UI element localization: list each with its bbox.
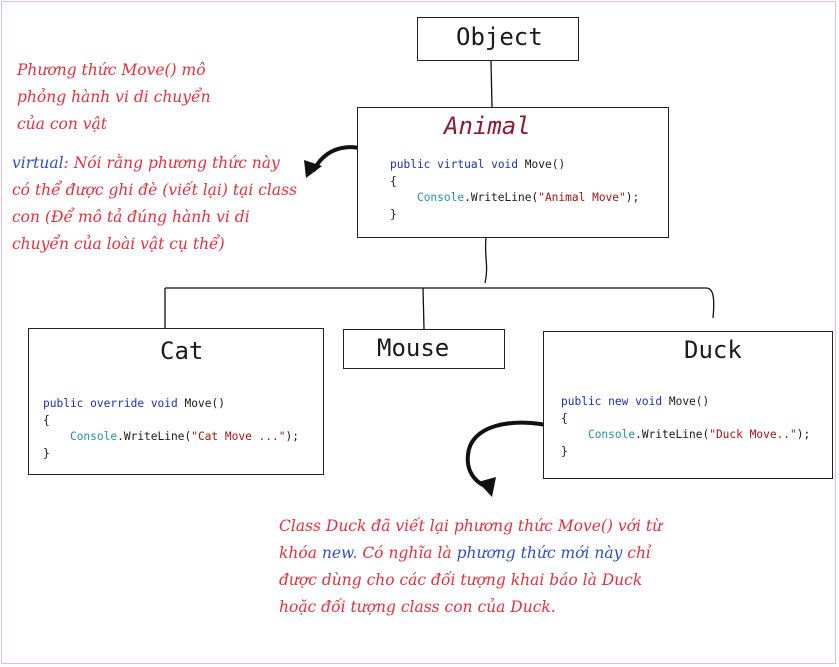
console-class: Console bbox=[587, 428, 636, 441]
close-brace: } bbox=[561, 444, 568, 458]
console-class: Console bbox=[416, 191, 465, 204]
duck-move-method: public new void Move() { Console.WriteLi… bbox=[561, 394, 810, 460]
cat-class-title: Cat bbox=[160, 337, 204, 365]
virtual-arrowhead bbox=[304, 160, 322, 178]
string-literal: "Cat Move ..." bbox=[191, 430, 286, 443]
call-end: ); bbox=[796, 428, 811, 441]
animal-down-line bbox=[484, 237, 488, 284]
virtual-note-keyword: virtual bbox=[12, 154, 64, 172]
animal-class-title: Animal bbox=[444, 112, 531, 140]
writeline-call: .WriteLine( bbox=[464, 191, 539, 204]
open-brace: { bbox=[561, 411, 568, 425]
close-brace: } bbox=[43, 446, 50, 460]
mouse-class-title: Mouse bbox=[377, 334, 450, 362]
code-keyword: void bbox=[635, 395, 663, 408]
new-arrow bbox=[465, 420, 558, 488]
writeline-call: .WriteLine( bbox=[635, 428, 710, 441]
call-end: ); bbox=[285, 430, 299, 443]
writeline-call: .WriteLine( bbox=[117, 430, 192, 443]
branch-to-mouse-line bbox=[422, 287, 425, 330]
new-keyword: new bbox=[608, 395, 629, 408]
new-note-keyword: new bbox=[321, 544, 353, 562]
note-line: hoặc đối tượng class con của Duck. bbox=[279, 598, 556, 616]
note-line: con (Để mô tả đúng hành vi di bbox=[12, 208, 250, 226]
new-method-phrase: phương thức mới này bbox=[456, 544, 623, 562]
duck-class-title: Duck bbox=[684, 336, 742, 364]
mouse-class-box: Mouse bbox=[343, 329, 505, 369]
animal-move-method: public virtual void Move() { Console.Wri… bbox=[390, 157, 639, 223]
code-keyword: public bbox=[561, 395, 602, 408]
cat-move-method: public override void Move() { Console.Wr… bbox=[43, 396, 299, 462]
move-method-note: Phương thức Move() mô phỏng hành vi di c… bbox=[17, 57, 211, 138]
note-line: Class Duck đã viết lại phương thức Move(… bbox=[279, 517, 663, 535]
new-arrowhead bbox=[478, 477, 496, 497]
call-end: ); bbox=[625, 191, 640, 204]
string-literal: "Duck Move.." bbox=[709, 428, 797, 441]
animal-class-box: Animal public virtual void Move() { Cons… bbox=[357, 107, 669, 238]
new-keyword-note: Class Duck đã viết lại phương thức Move(… bbox=[279, 513, 662, 621]
method-signature: Move() bbox=[184, 397, 225, 410]
virtual-keyword: virtual bbox=[437, 158, 485, 171]
code-keyword: public bbox=[43, 397, 84, 410]
note-line: chuyển của loài vật cụ thể) bbox=[12, 235, 225, 253]
note-line: phỏng hành vi di chuyển bbox=[17, 88, 211, 106]
method-signature: Move() bbox=[524, 158, 566, 171]
string-literal: "Animal Move" bbox=[538, 191, 626, 204]
object-to-animal-line bbox=[490, 60, 493, 108]
cat-class-box: Cat public override void Move() { Consol… bbox=[28, 328, 324, 475]
note-line: của con vật bbox=[17, 115, 107, 133]
object-class-title: Object bbox=[456, 23, 543, 51]
console-class: Console bbox=[69, 430, 118, 443]
horizontal-branch-line bbox=[165, 287, 715, 319]
code-keyword: void bbox=[150, 397, 178, 410]
note-line: được dùng cho các đối tượng khai báo là … bbox=[279, 571, 643, 589]
code-keyword: public bbox=[390, 158, 431, 171]
open-brace: { bbox=[43, 413, 50, 427]
open-brace: { bbox=[390, 174, 397, 188]
note-line: Phương thức Move() mô bbox=[17, 61, 206, 79]
close-brace: } bbox=[390, 207, 397, 221]
note-line: : Nói rằng phương thức này bbox=[63, 154, 280, 172]
method-signature: Move() bbox=[668, 395, 710, 408]
override-keyword: override bbox=[90, 397, 145, 410]
note-text: chỉ bbox=[622, 544, 651, 562]
note-line: có thể được ghi đè (viết lại) tại class bbox=[12, 181, 297, 199]
code-keyword: void bbox=[491, 158, 519, 171]
object-class-box: Object bbox=[417, 17, 579, 61]
note-text: . Có nghĩa là bbox=[352, 544, 457, 562]
note-text: khóa bbox=[279, 544, 322, 562]
duck-class-box: Duck public new void Move() { Console.Wr… bbox=[543, 331, 833, 479]
virtual-keyword-note: virtual: Nói rằng phương thức này có thể… bbox=[12, 150, 297, 258]
